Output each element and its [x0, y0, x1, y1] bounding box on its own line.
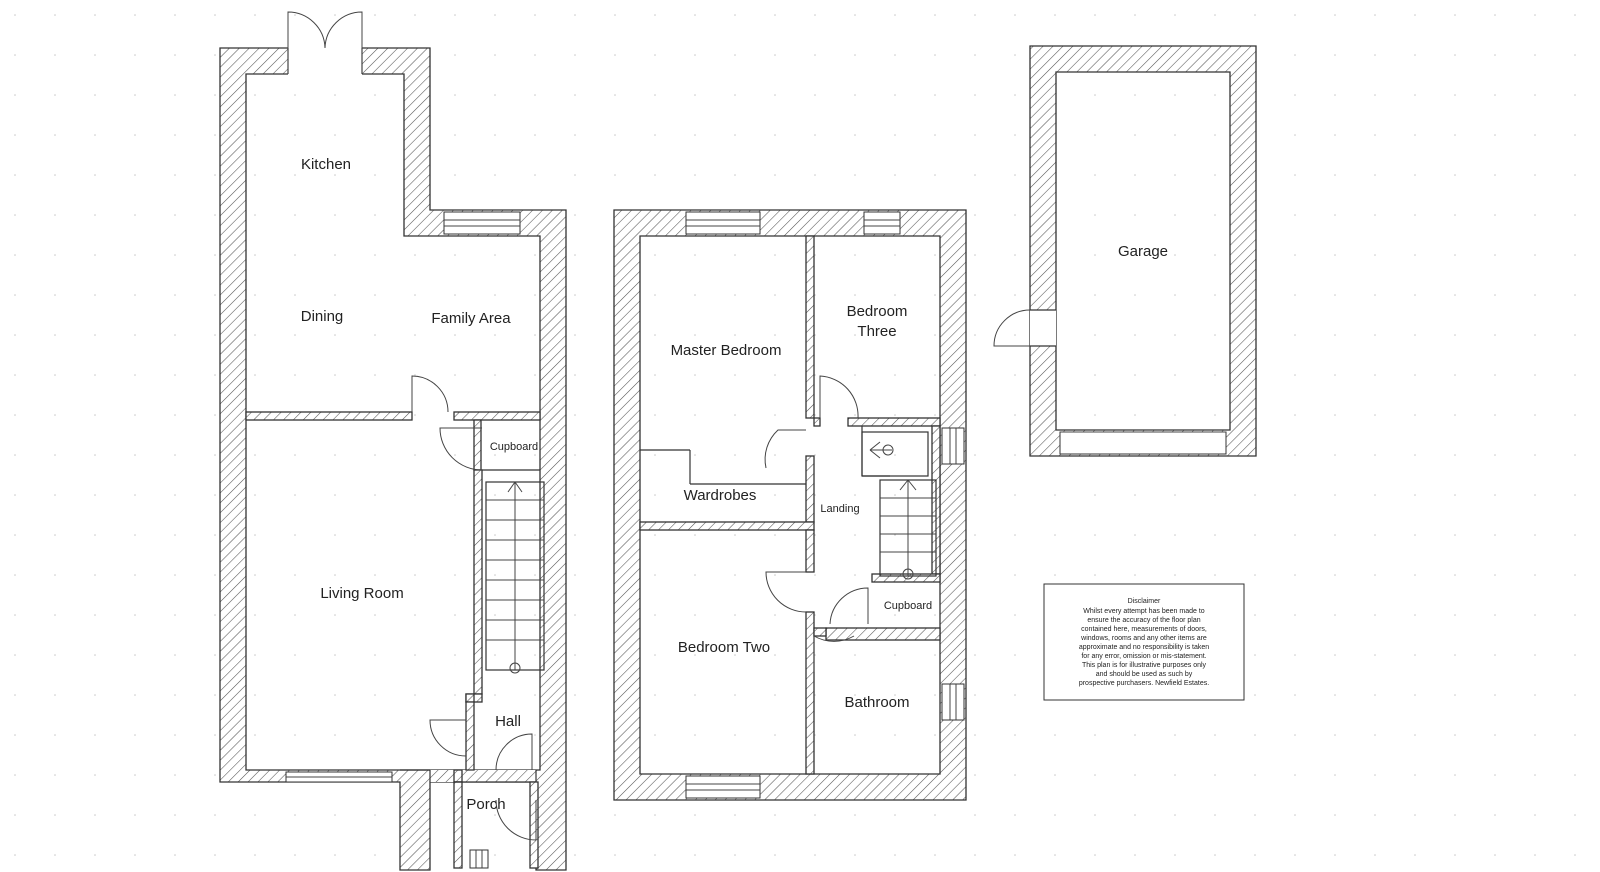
- window-bathroom: [941, 683, 965, 721]
- label-bedroom-three-1: Bedroom: [847, 303, 908, 320]
- label-porch: Porch: [466, 796, 505, 813]
- disclaimer-line: approximate and no responsibility is tak…: [1079, 644, 1209, 651]
- french-door-right: [324, 11, 363, 74]
- disclaimer-line: and should be used as such by: [1096, 671, 1193, 678]
- door-hall-porch: [495, 733, 533, 771]
- window-master-bedroom: [685, 211, 761, 235]
- window-bedroom-two: [685, 775, 761, 799]
- partition-master-bed3: [805, 235, 815, 419]
- disclaimer-line: contained here, measurements of doors,: [1081, 626, 1207, 633]
- door-bedroom-two: [765, 571, 807, 613]
- disclaimer-line: for any error, omission or mis-statement…: [1081, 653, 1206, 660]
- stairs-first: [861, 431, 937, 580]
- disclaimer-title: Disclaimer: [1128, 598, 1161, 605]
- first-floor-walls: [613, 209, 967, 801]
- stairs-ground: [485, 481, 545, 674]
- label-cupboard-first: Cupboard: [884, 600, 932, 612]
- french-door-left: [287, 11, 326, 74]
- door-cupboard-first: [829, 587, 869, 625]
- window-landing: [941, 427, 965, 465]
- door-bedroom-three: [819, 375, 859, 419]
- label-hall: Hall: [495, 713, 521, 730]
- label-family-area: Family Area: [431, 310, 511, 327]
- door-porch-outer: [495, 799, 537, 841]
- label-master-bedroom: Master Bedroom: [671, 342, 782, 359]
- disclaimer-line: This plan is for illustrative purposes o…: [1082, 662, 1207, 669]
- garage: Garage: [993, 45, 1257, 457]
- door-living-hall: [429, 719, 467, 757]
- door-garage-side: [993, 309, 1031, 347]
- disclaimer-line: windows, rooms and any other items are: [1080, 635, 1207, 642]
- label-dining: Dining: [301, 308, 344, 325]
- door-dining-hall: [411, 375, 449, 413]
- disclaimer-line: Whilst every attempt has been made to: [1083, 608, 1204, 615]
- disclaimer-line: ensure the accuracy of the floor plan: [1087, 617, 1200, 624]
- label-wardrobes: Wardrobes: [684, 487, 757, 504]
- label-bathroom: Bathroom: [844, 694, 909, 711]
- label-garage: Garage: [1118, 243, 1168, 260]
- first-floor: Master Bedroom Bedroom Three Wardrobes L…: [613, 209, 967, 801]
- label-bedroom-two: Bedroom Two: [678, 639, 770, 656]
- door-bathroom: [813, 635, 855, 672]
- disclaimer-line: prospective purchasers. Newfield Estates…: [1079, 680, 1209, 687]
- window-bedroom-three: [863, 211, 901, 235]
- porch-front-door: [469, 849, 489, 869]
- disclaimer-box: Disclaimer Whilst every attempt has been…: [1043, 583, 1245, 701]
- partition-dining-living: [245, 411, 413, 421]
- label-living-room: Living Room: [320, 585, 403, 602]
- label-cupboard-ground: Cupboard: [490, 441, 538, 453]
- label-kitchen: Kitchen: [301, 156, 351, 173]
- garage-door: [1059, 431, 1227, 455]
- door-master-bedroom: [764, 429, 806, 469]
- label-landing: Landing: [820, 503, 859, 515]
- door-cupboard: [439, 427, 483, 471]
- label-bedroom-three-2: Three: [857, 323, 896, 340]
- ground-floor: Kitchen Dining Family Area Cupboard Livi…: [219, 11, 567, 871]
- window-family-area: [443, 211, 521, 235]
